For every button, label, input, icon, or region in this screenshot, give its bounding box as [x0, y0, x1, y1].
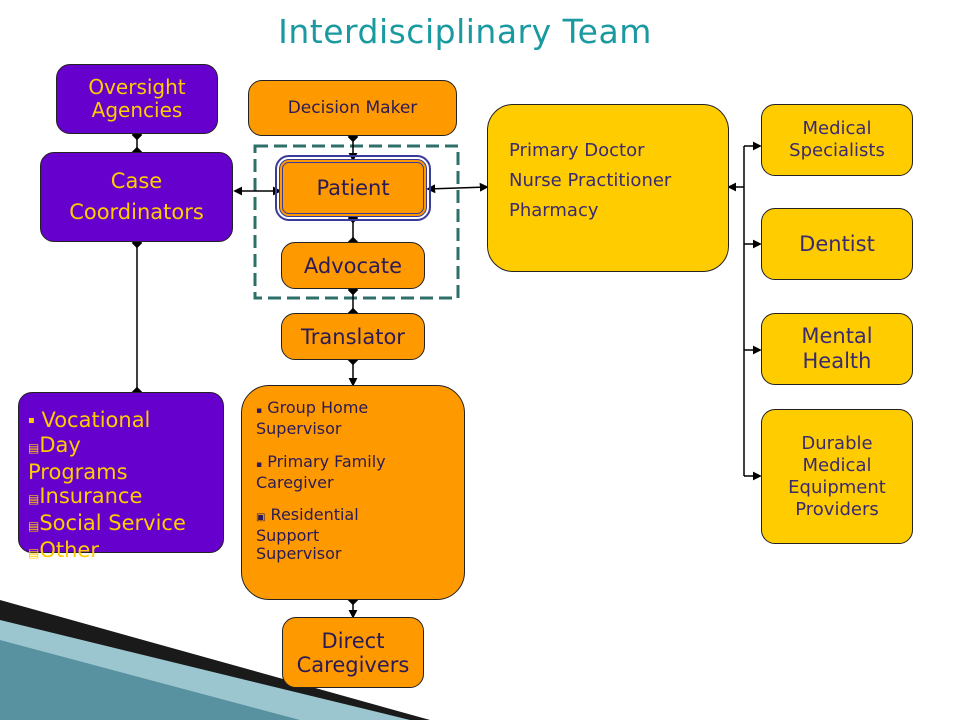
decision-maker-box: Decision Maker [248, 80, 457, 136]
list-item: ▤Other [28, 538, 99, 562]
list-item: ▣ Residential Support Supervisor [256, 505, 359, 563]
case-coordinators-box: Case Coordinators [40, 152, 233, 242]
dentist-box: Dentist [761, 208, 913, 280]
advocate-box: Advocate [281, 242, 425, 289]
dentist-label: Dentist [799, 232, 875, 256]
decision-maker-label: Decision Maker [287, 98, 418, 118]
primary-care-box: Primary Doctor Nurse Practitioner Pharma… [487, 104, 729, 272]
list-item: Pharmacy [509, 200, 599, 221]
caregiver-roles-list: ▪ Group Home Supervisor ▪ Primary Family… [256, 399, 386, 563]
list-item: ▤Social Service [28, 511, 186, 535]
medical-specialists-box: Medical Specialists [761, 104, 913, 176]
dme-providers-label: Durable Medical Equipment Providers [788, 432, 886, 520]
patient-label: Patient [316, 176, 390, 200]
list-item: ▤Day Programs [28, 433, 128, 484]
dme-providers-box: Durable Medical Equipment Providers [761, 409, 913, 544]
vocational-box [18, 392, 224, 553]
diagram-title: Interdisciplinary Team [278, 12, 652, 51]
translator-label: Translator [301, 324, 405, 349]
mental-health-label: Mental Health [801, 324, 873, 373]
advocate-label: Advocate [303, 253, 403, 278]
list-item: ▤Insurance [28, 484, 143, 508]
case-coordinators-label: Case Coordinators [69, 169, 204, 224]
list-item: Primary Doctor [509, 140, 645, 161]
mental-health-box: Mental Health [761, 313, 913, 385]
oversight-agencies-box: Oversight Agencies [56, 64, 218, 134]
list-item: Nurse Practitioner [509, 170, 672, 191]
oversight-agencies-label: Oversight Agencies [88, 75, 186, 122]
list-item: ▪ Group Home Supervisor [256, 398, 369, 438]
patient-box: Patient [275, 155, 431, 221]
primary-care-list: Primary Doctor Nurse Practitioner Pharma… [509, 136, 671, 226]
list-item: ▪ Primary Family Caregiver [256, 452, 386, 492]
direct-caregivers-box: Direct Caregivers [282, 617, 424, 688]
caregiver-roles-box: ▪ Group Home Supervisor ▪ Primary Family… [241, 385, 465, 600]
vocational-list: ▪ Vocational ▤Day Programs ▤Insurance ▤S… [28, 408, 258, 565]
list-item: ▪ Vocational [28, 408, 151, 432]
medical-specialists-label: Medical Specialists [789, 118, 885, 161]
direct-caregivers-label: Direct Caregivers [296, 628, 410, 677]
translator-box: Translator [281, 313, 425, 360]
